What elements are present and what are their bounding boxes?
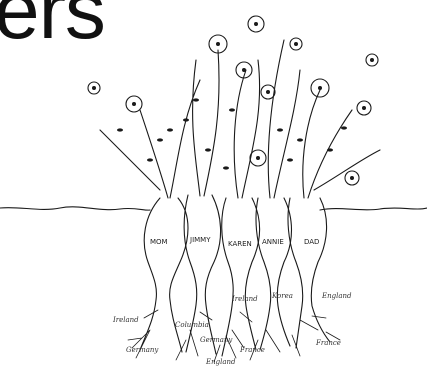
roots-group	[128, 195, 340, 362]
root-dad	[288, 198, 330, 348]
origin-label: England	[205, 358, 236, 366]
name-annie: ANNIE	[262, 238, 284, 246]
root-jimmy	[184, 195, 220, 354]
origin-label: Columbia	[175, 321, 209, 329]
origin-label: Ireland	[112, 316, 139, 324]
root-karen	[222, 198, 260, 356]
origin-label: France	[315, 339, 341, 347]
name-mom: MOM	[150, 238, 168, 246]
origin-label: Germany	[126, 346, 159, 354]
name-dad: DAD	[304, 238, 319, 246]
origin-label: England	[321, 292, 352, 300]
rootlets	[128, 310, 340, 362]
origin-label: Korea	[271, 292, 293, 300]
name-jimmy: JIMMY	[189, 236, 211, 244]
origin-label: Ireland	[231, 295, 258, 303]
ground-line	[0, 207, 427, 210]
root-annie	[256, 198, 292, 350]
flowers-group	[88, 16, 378, 185]
origin-label: Germany	[200, 336, 233, 344]
origin-label: France	[239, 346, 265, 354]
name-karen: KAREN	[228, 240, 252, 248]
